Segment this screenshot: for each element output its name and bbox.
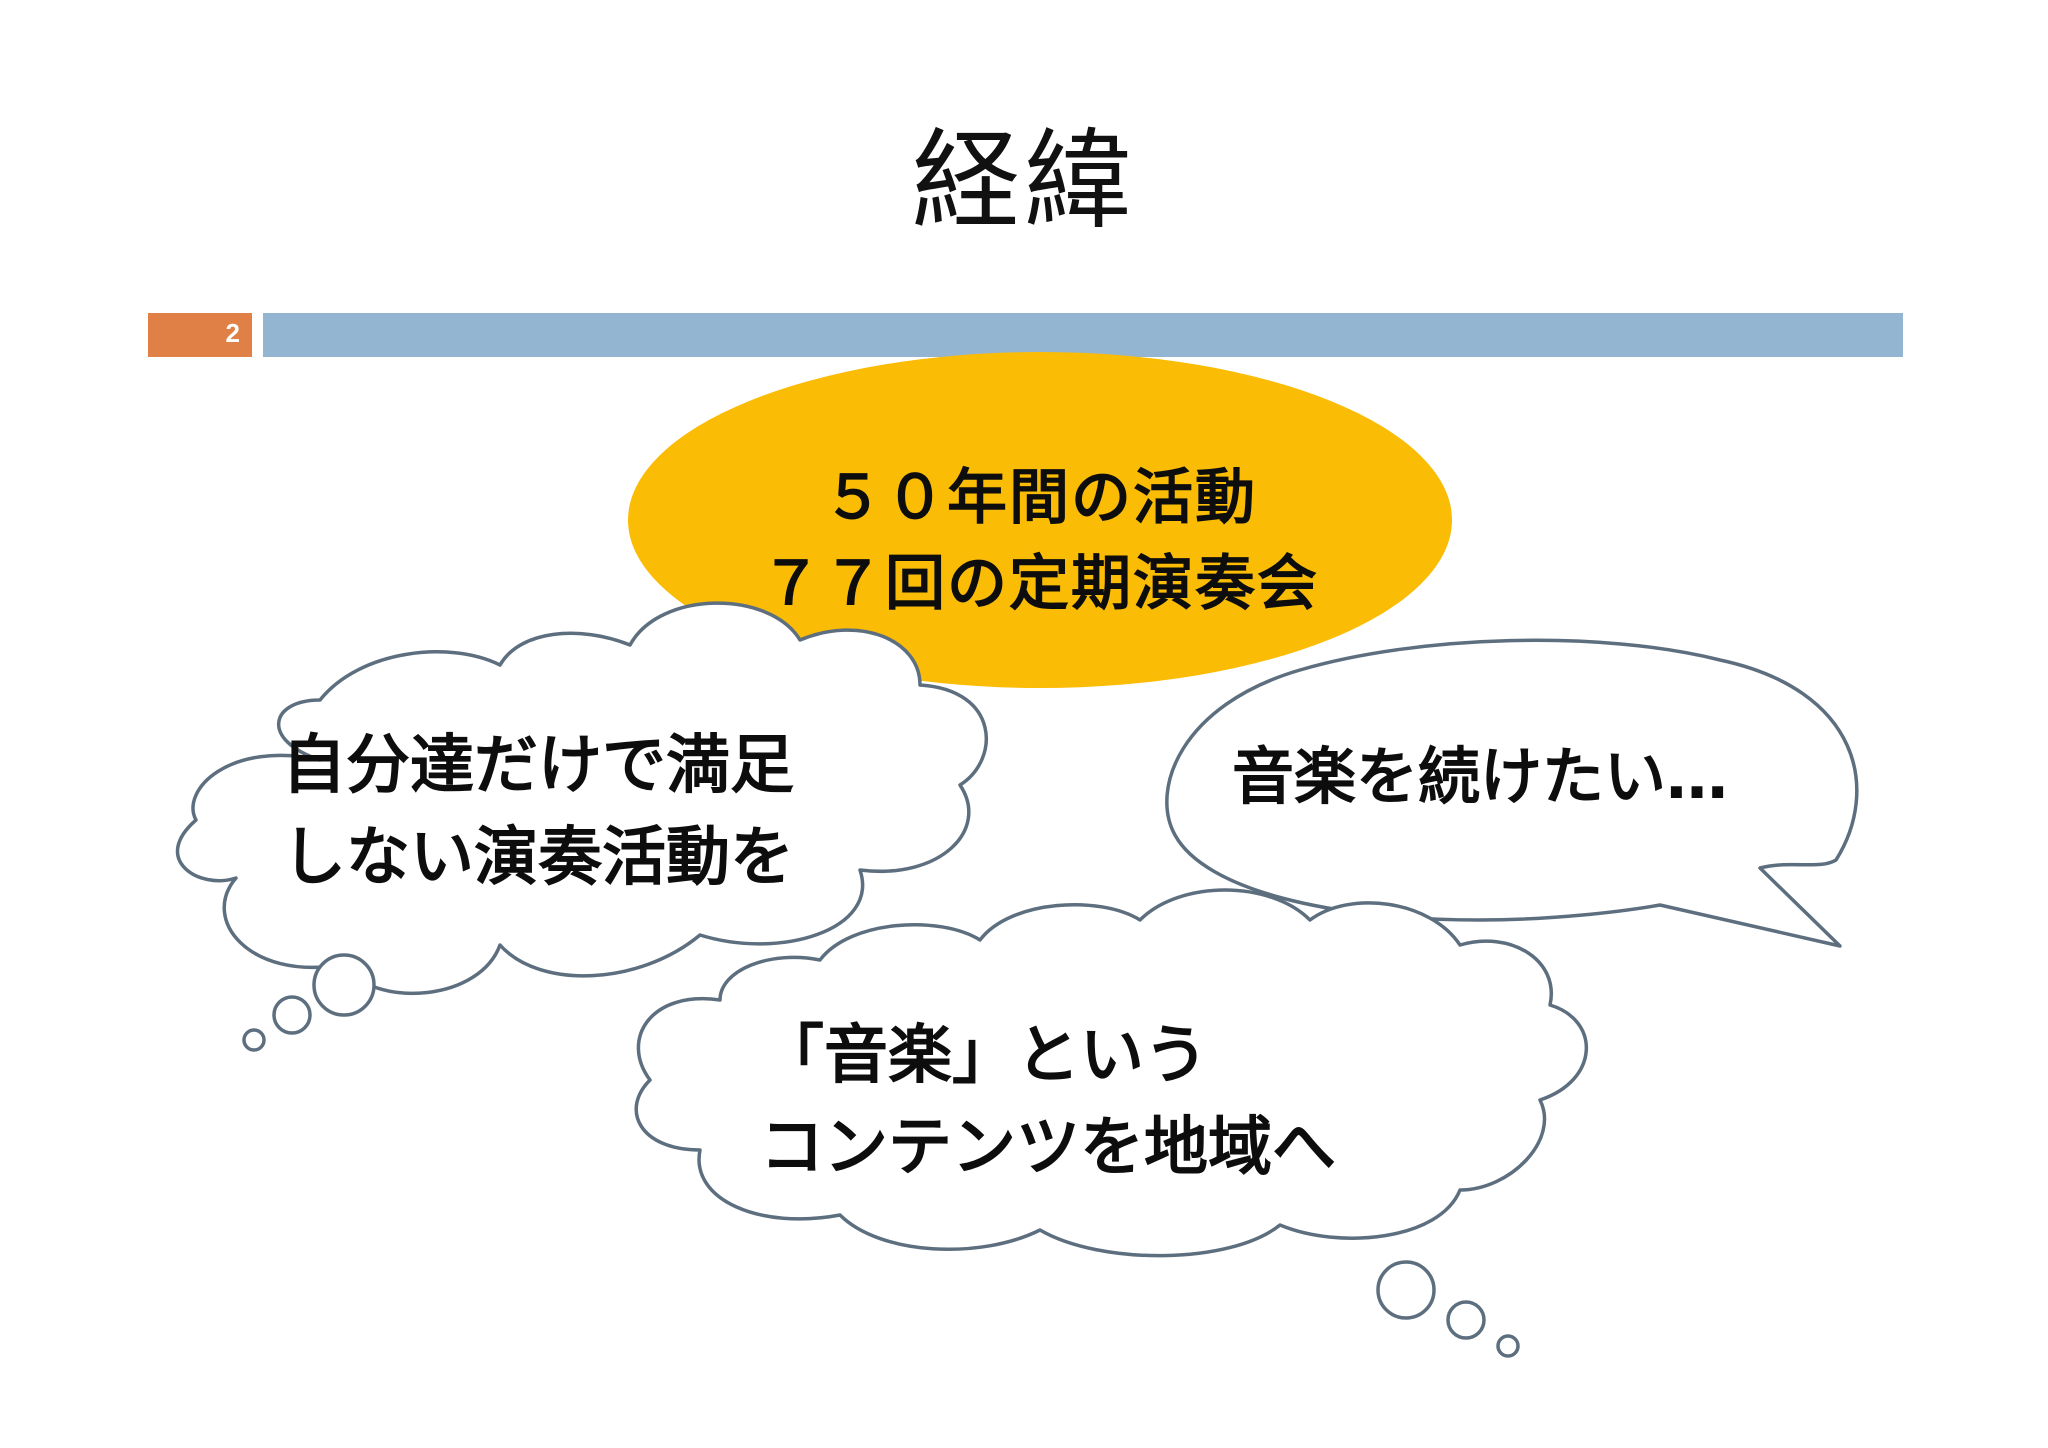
speech-right-line-1: 音楽を続けたい… xyxy=(1231,740,1728,813)
page-number-box: 2 xyxy=(148,313,252,357)
cloud-left-text: 自分達だけで満足 しない演奏活動を xyxy=(282,720,794,904)
thought-dot-4 xyxy=(1376,1260,1436,1320)
cloud-bottom-line-2: コンテンツを地域へ xyxy=(760,1111,1336,1185)
cloud-left-line-2: しない演奏活動を xyxy=(282,821,794,895)
cloud-bubble-left xyxy=(175,601,988,1052)
cloud-left-line-1: 自分達だけで満足 xyxy=(282,729,794,803)
slide-title: 経緯 xyxy=(911,119,1136,244)
thought-dot-6 xyxy=(1496,1334,1520,1358)
speech-bubble-right xyxy=(1165,638,1859,948)
page-number: 2 xyxy=(225,318,240,348)
oval-line-1: ５０年間の活動 xyxy=(823,463,1257,533)
oval-bubble xyxy=(628,352,1452,688)
cloud-bubble-bottom xyxy=(634,888,1588,1358)
thought-dot-2 xyxy=(272,995,312,1035)
thought-dot-3 xyxy=(242,1028,266,1052)
oval-bubble-text: ５０年間の活動 ７７回の定期演奏会 xyxy=(640,455,1440,627)
header-rule-bar xyxy=(263,313,1903,357)
oval-line-2: ７７回の定期演奏会 xyxy=(761,549,1319,619)
thought-dot-5 xyxy=(1446,1300,1486,1340)
thought-dot-1 xyxy=(312,953,376,1017)
cloud-bottom-text: 「音楽」という コンテンツを地域へ xyxy=(760,1010,1336,1194)
speech-right-text: 音楽を続けたい… xyxy=(1160,737,1800,817)
cloud-bottom-line-1: 「音楽」という xyxy=(760,1019,1208,1093)
